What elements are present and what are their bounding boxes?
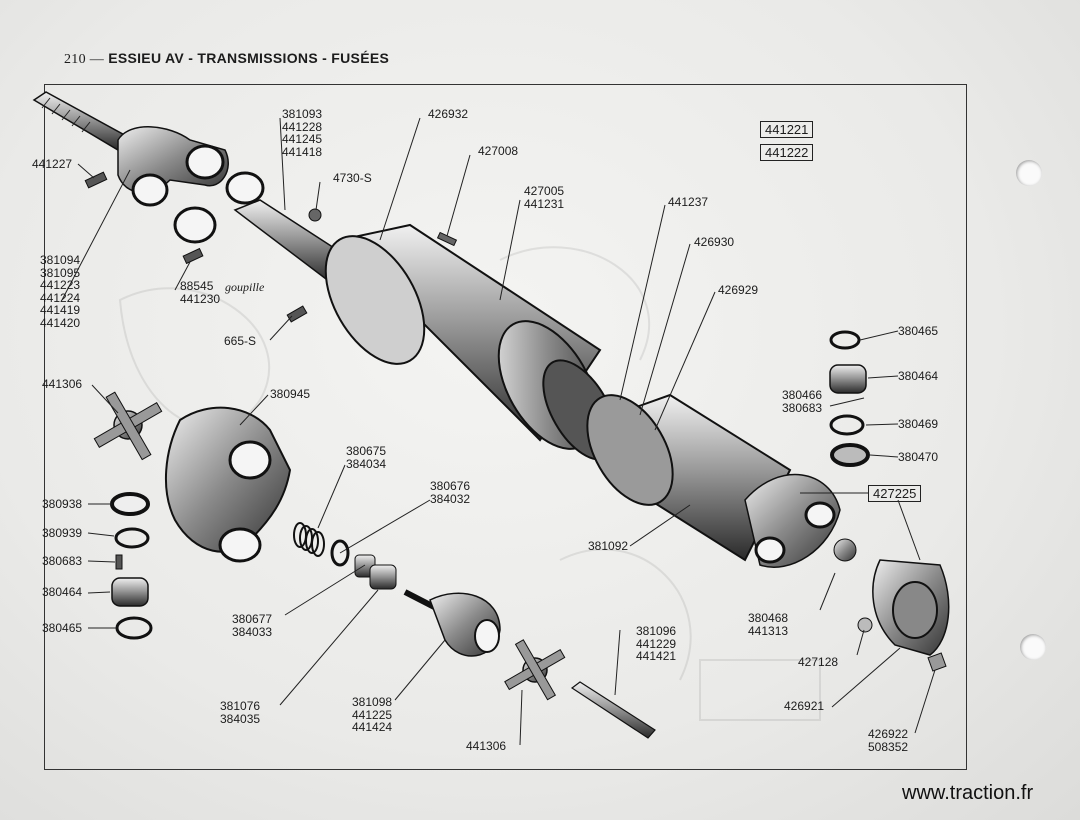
page-title: ESSIEU AV - TRANSMISSIONS - FUSÉES: [108, 50, 390, 66]
page-header: 210 — ESSIEU AV - TRANSMISSIONS - FUSÉES: [64, 50, 389, 68]
part-label-380938: 380938: [42, 497, 83, 511]
part-label-380464-right: 380464: [898, 369, 939, 383]
goupille-note: goupille: [225, 280, 265, 294]
drum-housing-icon: [324, 223, 618, 461]
part-label-380469: 380469: [898, 417, 939, 431]
part-label-426932: 426932: [428, 107, 469, 121]
part-label-441306-left: 441306: [42, 377, 83, 391]
screws-icon: [84, 171, 458, 323]
ball-joint-icon: [403, 589, 501, 657]
boxed-ref-2: 441222: [760, 144, 814, 161]
part-label-381096: 381096 441229 441421: [636, 624, 677, 663]
splined-shaft-icon: [32, 91, 132, 151]
part-label-665: 665-S: [224, 334, 257, 348]
spring-parts-icon: [293, 522, 397, 590]
right-washers-icon: [829, 330, 870, 467]
cross-spider-lower-icon: [504, 639, 566, 701]
part-label-380466: 380466 380683: [782, 388, 823, 415]
binder-hole-bottom: [1020, 634, 1046, 660]
part-label-426930: 426930: [694, 235, 735, 249]
part-label-380468: 380468 441313: [748, 611, 789, 638]
part-label-441237: 441237: [668, 195, 709, 209]
part-label-380675: 380675 384034: [346, 444, 387, 471]
cross-spider-icon: [93, 391, 163, 461]
footer-website-url[interactable]: www.traction.fr: [902, 782, 1034, 804]
part-label-426922: 426922 508352: [868, 727, 909, 754]
leader-lines: [61, 117, 936, 746]
part-label-380464-left: 380464: [42, 585, 83, 599]
binder-hole-top: [1016, 160, 1042, 186]
part-label-427225: 427225: [868, 485, 922, 502]
part-label-88545: 88545 441230: [180, 279, 221, 306]
large-yoke-icon: [165, 406, 292, 563]
diagram-frame: [44, 84, 967, 770]
part-label-427005: 427005 441231: [524, 184, 565, 211]
boxed-ref-1: 441221: [760, 121, 814, 138]
part-label-427128: 427128: [798, 655, 839, 669]
yoke-joint-icon: [117, 126, 265, 244]
splined-hub-icon: [586, 393, 841, 568]
part-label-380465-right: 380465: [898, 324, 939, 338]
part-label-380465-left: 380465: [42, 621, 83, 635]
part-label-380945: 380945: [270, 387, 311, 401]
part-label-380676: 380676 384032: [430, 479, 471, 506]
part-label-426921: 426921: [784, 699, 825, 713]
part-label-381076: 381076 384035: [220, 699, 261, 726]
part-label-381094: 381094 381095 441223 441224 441419 44142…: [40, 253, 81, 330]
part-label-441306-bottom: 441306: [466, 739, 507, 753]
part-label-380470: 380470: [898, 450, 939, 464]
part-label-426929: 426929: [718, 283, 759, 297]
part-label-381093: 381093 441228 441245 441418: [282, 107, 323, 159]
part-label-427008: 427008: [478, 144, 519, 158]
page-number: 210 —: [64, 52, 104, 67]
part-label-4730: 4730-S: [333, 171, 372, 185]
part-label-381092: 381092: [588, 539, 629, 553]
part-label-381098: 381098 441225 441424: [352, 695, 393, 734]
part-label-441227: 441227: [32, 157, 73, 171]
part-label-380939: 380939: [42, 526, 83, 540]
part-label-380683-left: 380683: [42, 554, 83, 568]
part-label-380677: 380677 384033: [232, 612, 273, 639]
knuckle-flange-icon: [833, 538, 950, 672]
pin-shaft-icon: [570, 681, 656, 739]
left-washers-icon: [110, 492, 153, 640]
